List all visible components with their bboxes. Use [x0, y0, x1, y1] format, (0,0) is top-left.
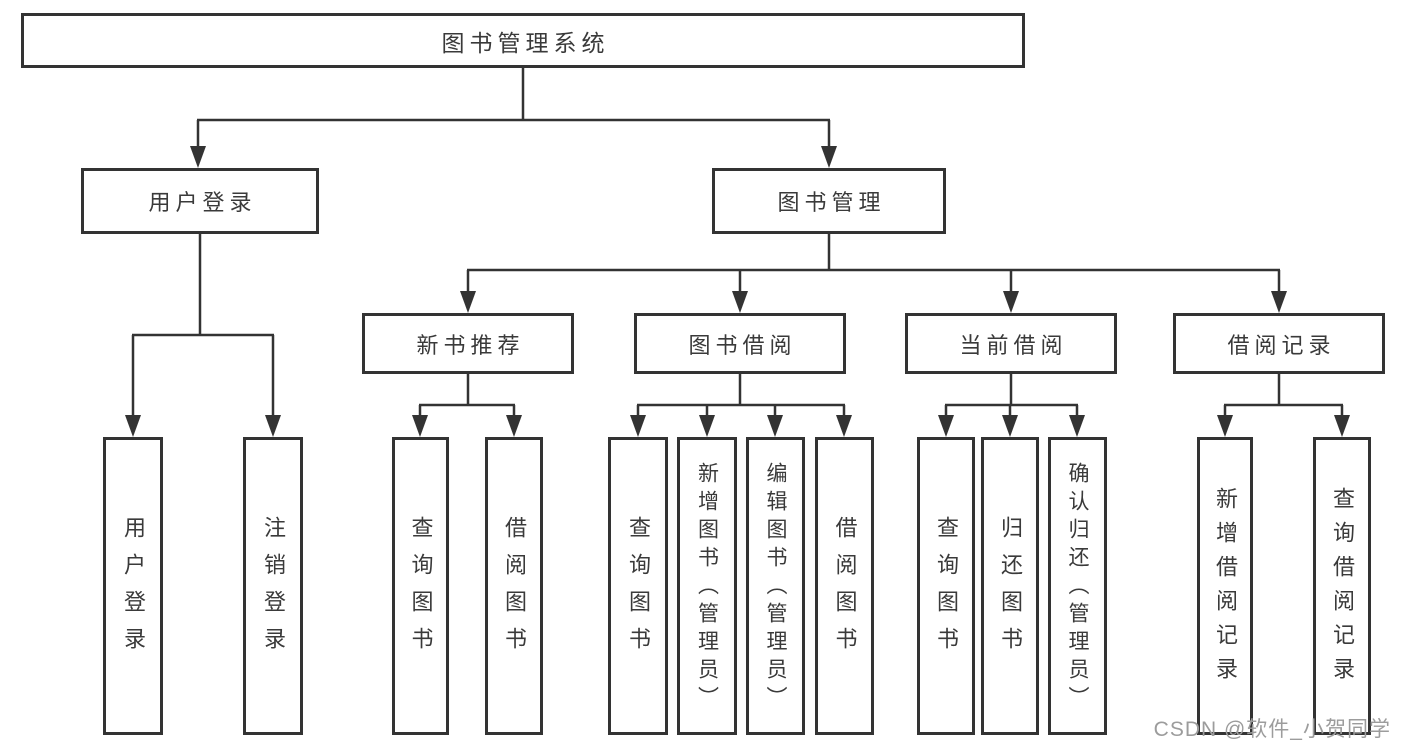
leaf-user-login: 用户登录: [103, 437, 163, 735]
leaf-current-confirm-return-admin-label: 确认归还（管理员）: [1066, 462, 1089, 714]
leaf-logout-label: 注销登录: [261, 516, 286, 664]
leaf-borrow-query-books: 查询图书: [608, 437, 668, 735]
leaf-borrow-query-books-label: 查询图书: [626, 516, 651, 664]
leaf-records-add-record: 新增借阅记录: [1197, 437, 1253, 735]
leaf-recommend-borrow-books: 借阅图书: [485, 437, 543, 735]
leaf-borrow-edit-books-admin: 编辑图书（管理员）: [746, 437, 805, 735]
leaf-user-login-label: 用户登录: [121, 516, 146, 664]
node-book-management: 图书管理: [712, 168, 946, 234]
leaf-records-query-record-label: 查询借阅记录: [1330, 487, 1355, 691]
leaf-borrow-add-books-admin: 新增图书（管理员）: [677, 437, 737, 735]
leaf-current-return-books: 归还图书: [981, 437, 1039, 735]
leaf-records-query-record: 查询借阅记录: [1313, 437, 1371, 735]
node-current-borrow: 当前借阅: [905, 313, 1117, 374]
node-new-book-recommend: 新书推荐: [362, 313, 574, 374]
leaf-borrow-edit-books-admin-label: 编辑图书（管理员）: [764, 462, 787, 714]
node-book-borrow: 图书借阅: [634, 313, 846, 374]
leaf-recommend-query-books: 查询图书: [392, 437, 449, 735]
leaf-recommend-borrow-books-label: 借阅图书: [502, 516, 527, 664]
leaf-current-return-books-label: 归还图书: [998, 516, 1023, 664]
node-library-management-system: 图书管理系统: [21, 13, 1025, 68]
leaf-borrow-borrow-books-label: 借阅图书: [832, 516, 858, 664]
leaf-borrow-add-books-admin-label: 新增图书（管理员）: [695, 462, 719, 714]
csdn-watermark: CSDN @软件_小贺同学: [1153, 718, 1391, 741]
leaf-records-add-record-label: 新增借阅记录: [1213, 487, 1238, 691]
leaf-current-query-books: 查询图书: [917, 437, 975, 735]
leaf-borrow-borrow-books: 借阅图书: [815, 437, 874, 735]
leaf-current-confirm-return-admin: 确认归还（管理员）: [1048, 437, 1107, 735]
node-borrow-records: 借阅记录: [1173, 313, 1385, 374]
leaf-logout: 注销登录: [243, 437, 303, 735]
node-user-login: 用户登录: [81, 168, 319, 234]
leaf-recommend-query-books-label: 查询图书: [408, 516, 434, 664]
leaf-current-query-books-label: 查询图书: [934, 516, 959, 664]
